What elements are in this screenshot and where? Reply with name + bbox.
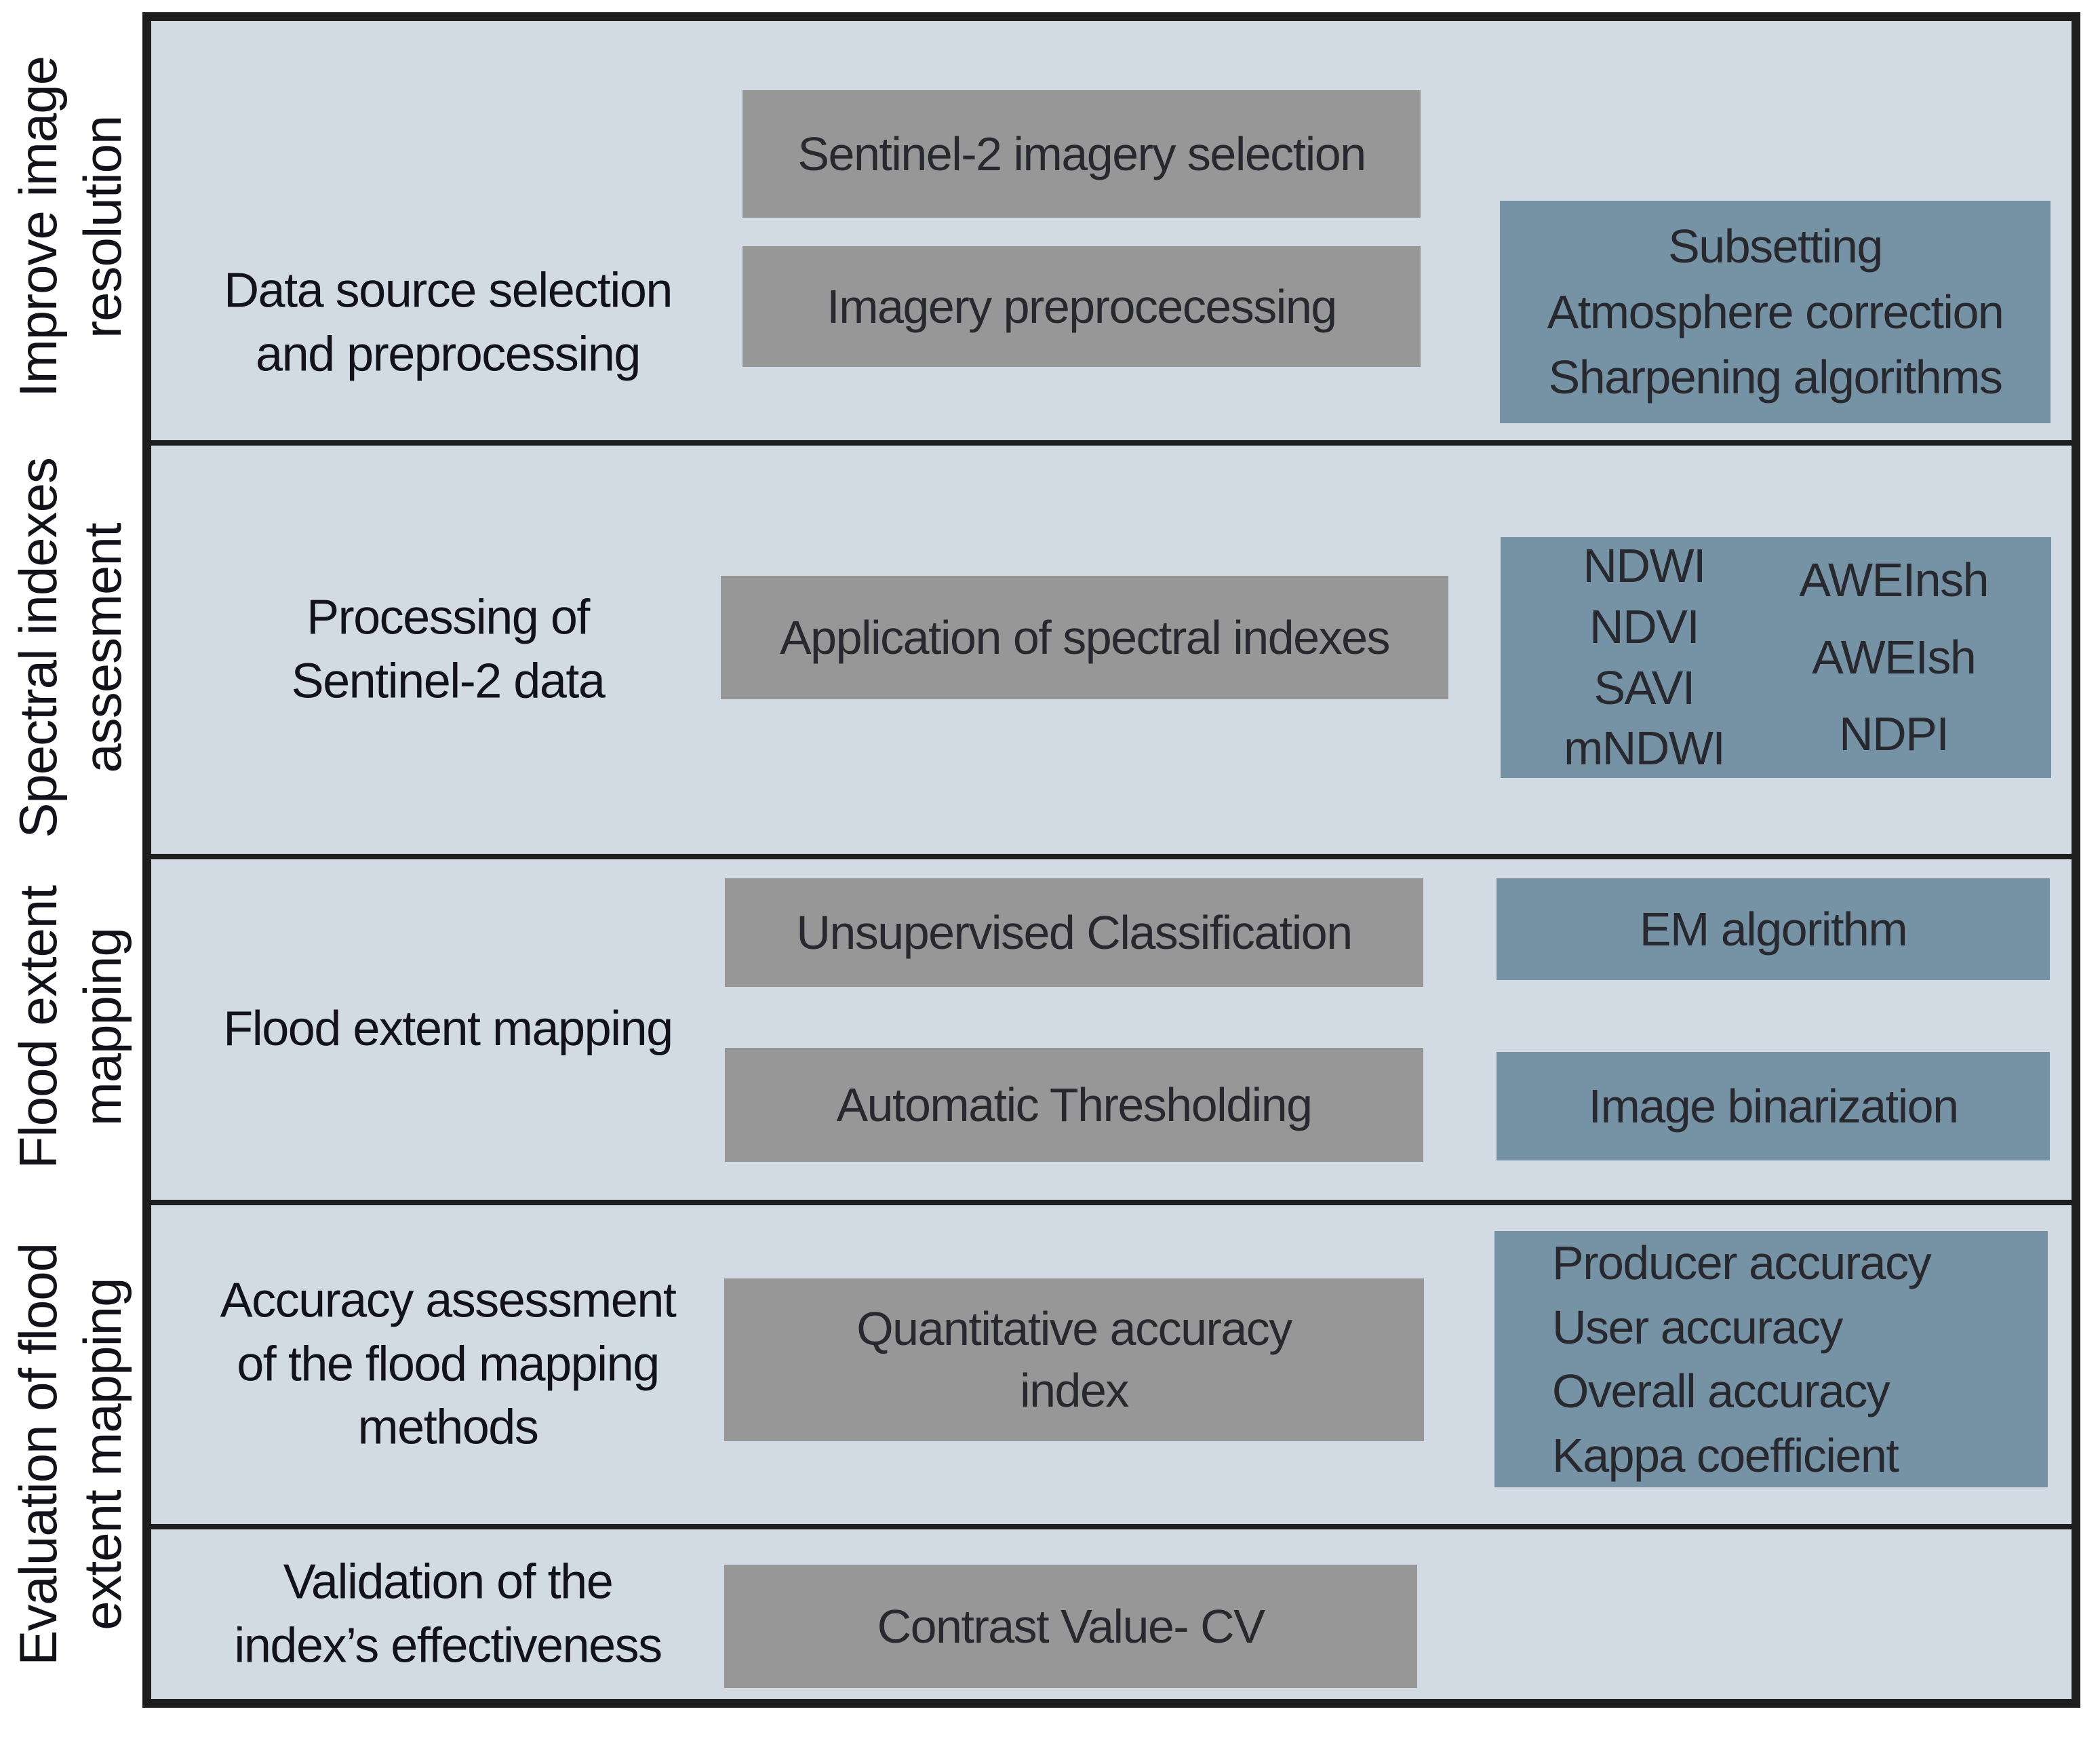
side-label-line: Flood extent — [7, 886, 68, 1169]
row-processing-sentinel2: Processing of Sentinel-2 data Applicatio… — [151, 440, 2072, 854]
process-box-text: index — [1020, 1364, 1129, 1417]
stage-label-flood-extent: Flood extent mapping — [172, 998, 724, 1061]
stage-line: Accuracy assessment — [220, 1273, 677, 1328]
detail-line: Sharpening algorithms — [1548, 351, 2003, 404]
stage-line: methods — [357, 1400, 539, 1455]
detail-box-em-algorithm: EM algorithm — [1497, 878, 2050, 980]
process-box-imagery-preprocessing: Imagery preprocecessing — [742, 246, 1421, 367]
side-label-spectral-indexes-assesment: Spectral indexes assesment — [0, 441, 141, 855]
detail-line: AWEIsh — [1812, 630, 1977, 684]
detail-box-spectral-indexes: NDWI NDVI SAVI mNDWI AWEInsh AWEIsh NDPI — [1501, 537, 2051, 778]
side-label-flood-extent-mapping: Flood extent mapping — [0, 855, 141, 1200]
detail-line: NDWI — [1583, 539, 1706, 593]
process-box-text: Unsupervised Classification — [796, 905, 1353, 959]
stage-line: Validation of the — [283, 1554, 614, 1609]
stage-line: Data source selection — [224, 263, 673, 318]
detail-index-column-1: NDWI NDVI SAVI mNDWI — [1563, 536, 1726, 779]
process-box-text: Sentinel-2 imagery selection — [797, 127, 1366, 180]
side-label-evaluation-of-flood-extent-mapping: Evaluation of flood extent mapping — [0, 1200, 141, 1708]
side-label-text: Improve image resolution — [6, 56, 135, 397]
stage-line: index’s effectiveness — [234, 1618, 662, 1672]
process-box-text: Automatic Thresholding — [836, 1078, 1313, 1131]
detail-line: EM algorithm — [1639, 902, 1908, 956]
stage-label-processing: Processing of Sentinel-2 data — [172, 586, 724, 713]
side-label-line: assesment — [73, 522, 132, 773]
side-label-text: Flood extent mapping — [6, 886, 135, 1169]
detail-line: AWEInsh — [1799, 553, 1989, 607]
detail-line: Subsetting — [1668, 220, 1883, 273]
stage-line: and preprocessing — [256, 326, 641, 381]
detail-line: SAVI — [1593, 661, 1695, 714]
process-box-text: Contrast Value- CV — [877, 1599, 1265, 1653]
detail-line: User accuracy — [1552, 1300, 1843, 1354]
process-box-text: Quantitative accuracy — [856, 1302, 1292, 1355]
detail-line: NDPI — [1839, 707, 1949, 761]
stage-label-validation: Validation of the index’s effectiveness — [172, 1550, 724, 1677]
row-flood-extent-mapping: Flood extent mapping Unsupervised Classi… — [151, 854, 2072, 1200]
detail-line: mNDWI — [1563, 722, 1726, 775]
detail-box-preprocessing-steps: Subsetting Atmosphere correction Sharpen… — [1500, 201, 2051, 423]
detail-box-image-binarization: Image binarization — [1497, 1052, 2050, 1160]
process-box-contrast-value: Contrast Value- CV — [724, 1565, 1417, 1688]
detail-line: Kappa coefficient — [1552, 1428, 1899, 1482]
stage-label-data-source: Data source selection and preprocessing — [172, 259, 724, 386]
row-validation: Validation of the index’s effectiveness … — [151, 1524, 2072, 1699]
side-label-line: resolution — [73, 115, 132, 338]
detail-box-accuracy-metrics: Producer accuracy User accuracy Overall … — [1494, 1231, 2048, 1487]
side-label-line: Spectral indexes — [7, 457, 68, 838]
detail-line: Overall accuracy — [1552, 1365, 1890, 1417]
stage-label-accuracy-assessment: Accuracy assessment of the flood mapping… — [172, 1270, 724, 1460]
process-box-unsupervised-classification: Unsupervised Classification — [725, 878, 1423, 987]
process-box-sentinel2-imagery-selection: Sentinel-2 imagery selection — [742, 90, 1421, 218]
detail-line: NDVI — [1589, 600, 1700, 653]
process-box-application-spectral-indexes: Application of spectral indexes — [721, 576, 1448, 699]
side-label-line: extent mapping — [73, 1278, 132, 1630]
side-label-text: Spectral indexes assesment — [6, 458, 135, 838]
process-box-text: Application of spectral indexes — [779, 610, 1391, 664]
stage-line: Flood extent mapping — [223, 1002, 673, 1057]
process-box-automatic-thresholding: Automatic Thresholding — [725, 1048, 1423, 1162]
diagram-panel: Data source selection and preprocessing … — [142, 12, 2080, 1708]
process-box-quantitative-accuracy-index: Quantitative accuracy index — [724, 1278, 1424, 1441]
row-accuracy-assessment: Accuracy assessment of the flood mapping… — [151, 1200, 2072, 1524]
row-data-source-selection: Data source selection and preprocessing … — [151, 21, 2072, 440]
detail-index-column-2: AWEInsh AWEIsh NDPI — [1799, 542, 1989, 772]
side-label-line: mapping — [73, 928, 132, 1127]
detail-line: Producer accuracy — [1552, 1236, 1932, 1289]
detail-line: Atmosphere correction — [1547, 285, 2004, 338]
detail-line: Image binarization — [1588, 1079, 1960, 1133]
side-label-improve-image-resolution: Improve image resolution — [0, 12, 141, 441]
side-label-line: Improve image — [7, 56, 68, 397]
process-box-text: Imagery preprocecessing — [827, 279, 1337, 333]
stage-line: Sentinel-2 data — [291, 654, 606, 708]
stage-line: Processing of — [306, 590, 590, 645]
side-label-line: Evaluation of flood — [7, 1243, 68, 1666]
stage-line: of the flood mapping — [237, 1337, 660, 1392]
side-label-text: Evaluation of flood extent mapping — [6, 1243, 135, 1666]
